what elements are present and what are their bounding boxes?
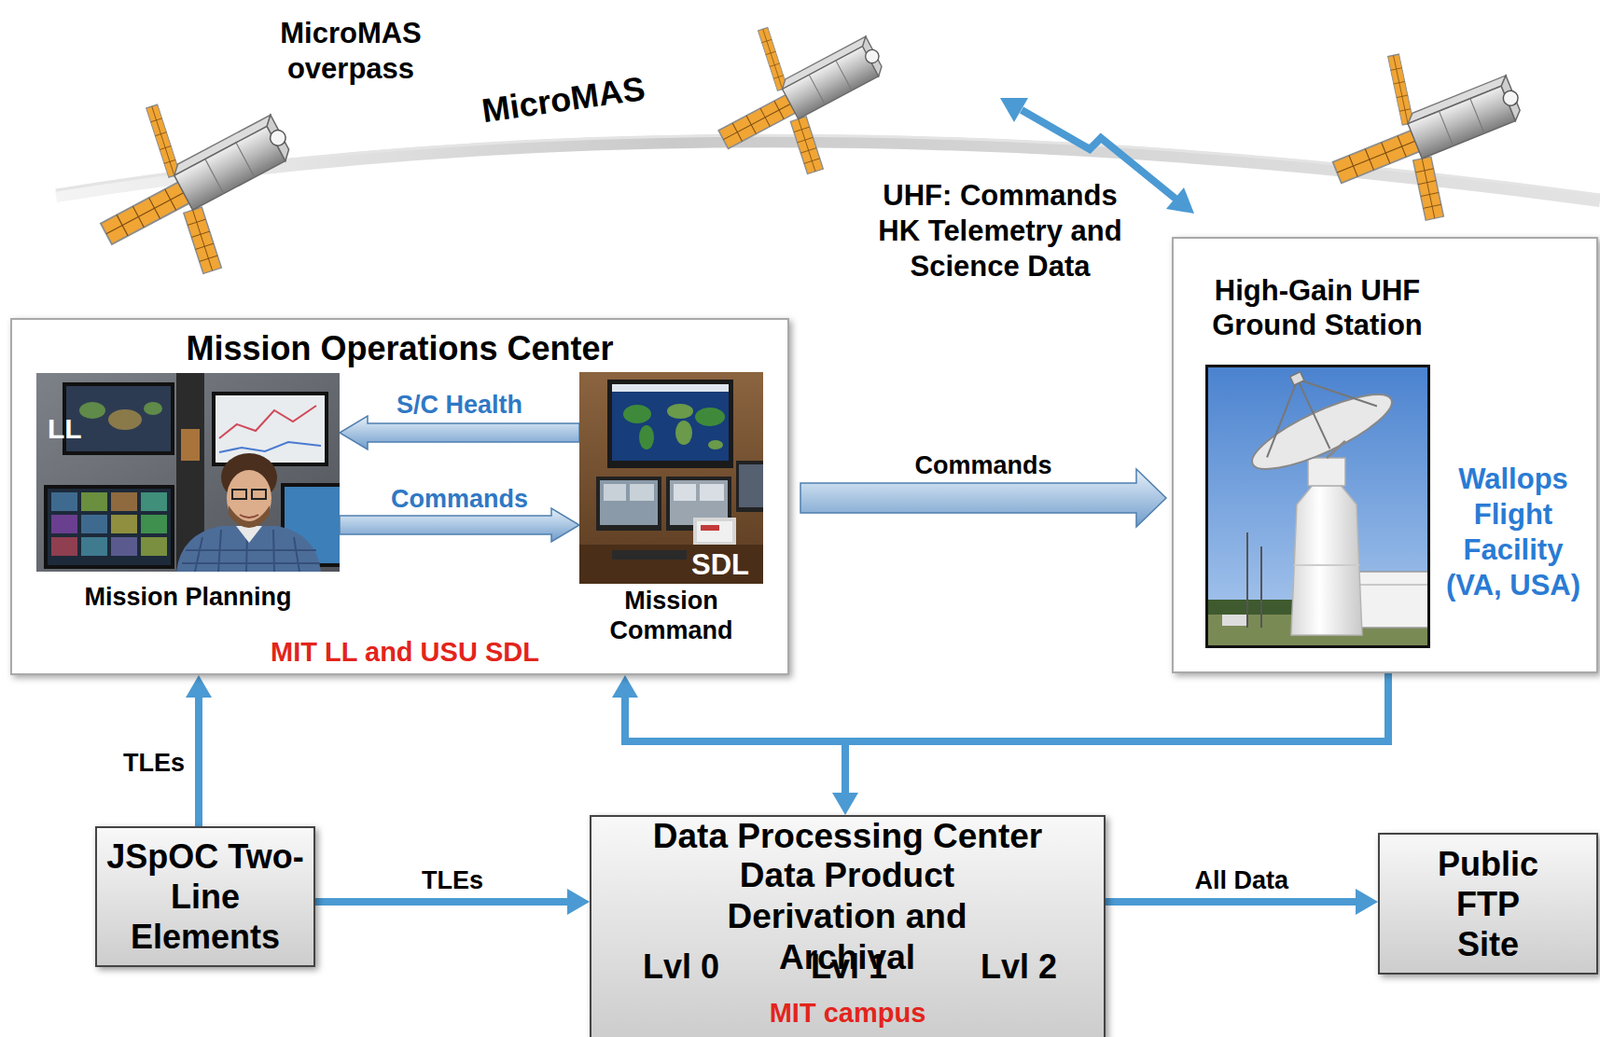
box-title: Mission Operations Center bbox=[10, 329, 790, 369]
ground-station-box: High-Gain UHF Ground StationWallops Flig… bbox=[1171, 236, 1599, 674]
edge-label: Commands bbox=[388, 485, 531, 514]
source-box: JSpOC Two-Line Elements bbox=[95, 826, 316, 968]
arrow-head bbox=[612, 675, 639, 698]
arrow-head bbox=[1355, 889, 1378, 916]
photo-caption: Mission Command bbox=[579, 585, 764, 646]
edge-label: All Data bbox=[1192, 866, 1293, 895]
edge-label: TLEs bbox=[120, 749, 188, 778]
block-arrow bbox=[339, 508, 580, 543]
arrow-body bbox=[339, 508, 580, 543]
photo-tag: LL bbox=[47, 412, 113, 446]
arrow-head bbox=[567, 889, 590, 916]
connector-line bbox=[194, 695, 203, 827]
box-title: High-Gain UHF Ground Station bbox=[1200, 273, 1434, 343]
archive-box: Public FTP Site bbox=[1377, 833, 1599, 975]
edge-label: S/C Health bbox=[393, 390, 526, 419]
arrow-head bbox=[185, 675, 212, 698]
connector-line bbox=[315, 898, 570, 906]
mission-command-photo: SDLMission Command bbox=[579, 372, 764, 652]
level-tag: Lvl 1 bbox=[797, 947, 901, 988]
satellite-figure bbox=[1304, 16, 1550, 248]
photo-tag: SDL bbox=[691, 549, 763, 582]
site-note: MIT LL and USU SDL bbox=[260, 636, 550, 668]
arrow-head bbox=[832, 793, 859, 816]
connector-line bbox=[1105, 898, 1358, 906]
satellite-figure bbox=[62, 56, 326, 309]
photo-caption: Mission Planning bbox=[36, 582, 340, 613]
box-title: Data Processing Center bbox=[589, 817, 1106, 857]
connector-line bbox=[845, 673, 1389, 795]
connector-line bbox=[625, 673, 1389, 742]
box-title: Public FTP Site bbox=[1427, 844, 1549, 965]
operations-room-photo bbox=[36, 373, 340, 572]
arrow-body bbox=[339, 416, 580, 450]
level-tag: Lvl 0 bbox=[629, 947, 733, 988]
box-title: JSpOC Two-Line Elements bbox=[104, 836, 307, 958]
site-note: MIT campus bbox=[589, 998, 1106, 1029]
data-flow-line bbox=[612, 673, 1389, 742]
edge-label: Commands bbox=[912, 451, 1056, 480]
mission-planning-photo: LL Mission Planning bbox=[36, 373, 340, 618]
site-note: Wallops Flight Facility (VA, USA) bbox=[1438, 461, 1588, 604]
level-tag: Lvl 2 bbox=[967, 947, 1071, 988]
processing-box: Data Processing CenterData Product Deriv… bbox=[589, 815, 1106, 1037]
pass-label: MicroMAS overpass bbox=[257, 15, 445, 87]
satellite-figure bbox=[685, 0, 914, 205]
link-label: UHF: Commands HK Telemetry and Science D… bbox=[869, 178, 1131, 285]
data-flow-line bbox=[832, 673, 1389, 816]
block-arrow bbox=[339, 416, 580, 450]
data-flow-line bbox=[185, 675, 212, 827]
ground-station-photo bbox=[1205, 364, 1431, 649]
edge-label: TLEs bbox=[418, 866, 487, 895]
satellite-name: MicroMAS bbox=[479, 69, 648, 131]
